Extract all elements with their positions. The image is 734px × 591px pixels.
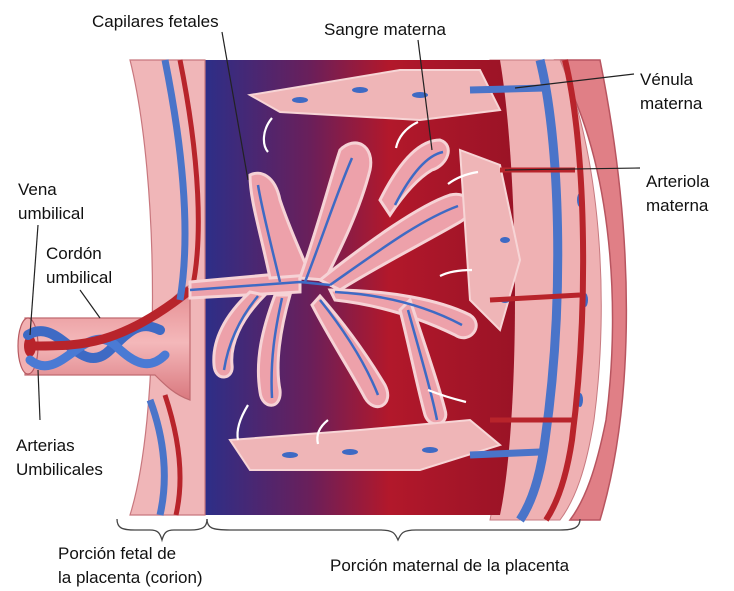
fetal-brace (117, 519, 207, 540)
label-arteriola-line1: Arteriola (646, 172, 709, 192)
maternal-brace (207, 519, 580, 540)
label-cordon-line1: Cordón (46, 244, 102, 264)
label-arterias-line2: Umbilicales (16, 460, 103, 480)
label-vena-umbilical-line2: umbilical (18, 204, 84, 224)
label-sangre-materna: Sangre materna (324, 20, 446, 40)
label-arterias-line1: Arterias (16, 436, 75, 456)
label-porcion-fetal-line1: Porción fetal de (58, 544, 176, 564)
label-arteriola-line2: materna (646, 196, 708, 216)
label-venula-line1: Vénula (640, 70, 693, 90)
label-capilares-fetales: Capilares fetales (92, 12, 219, 32)
label-vena-umbilical-line1: Vena (18, 180, 57, 200)
label-venula-line2: materna (640, 94, 702, 114)
label-porcion-fetal-line2: la placenta (corion) (58, 568, 203, 588)
label-porcion-maternal: Porción maternal de la placenta (330, 556, 569, 576)
label-cordon-line2: umbilical (46, 268, 112, 288)
